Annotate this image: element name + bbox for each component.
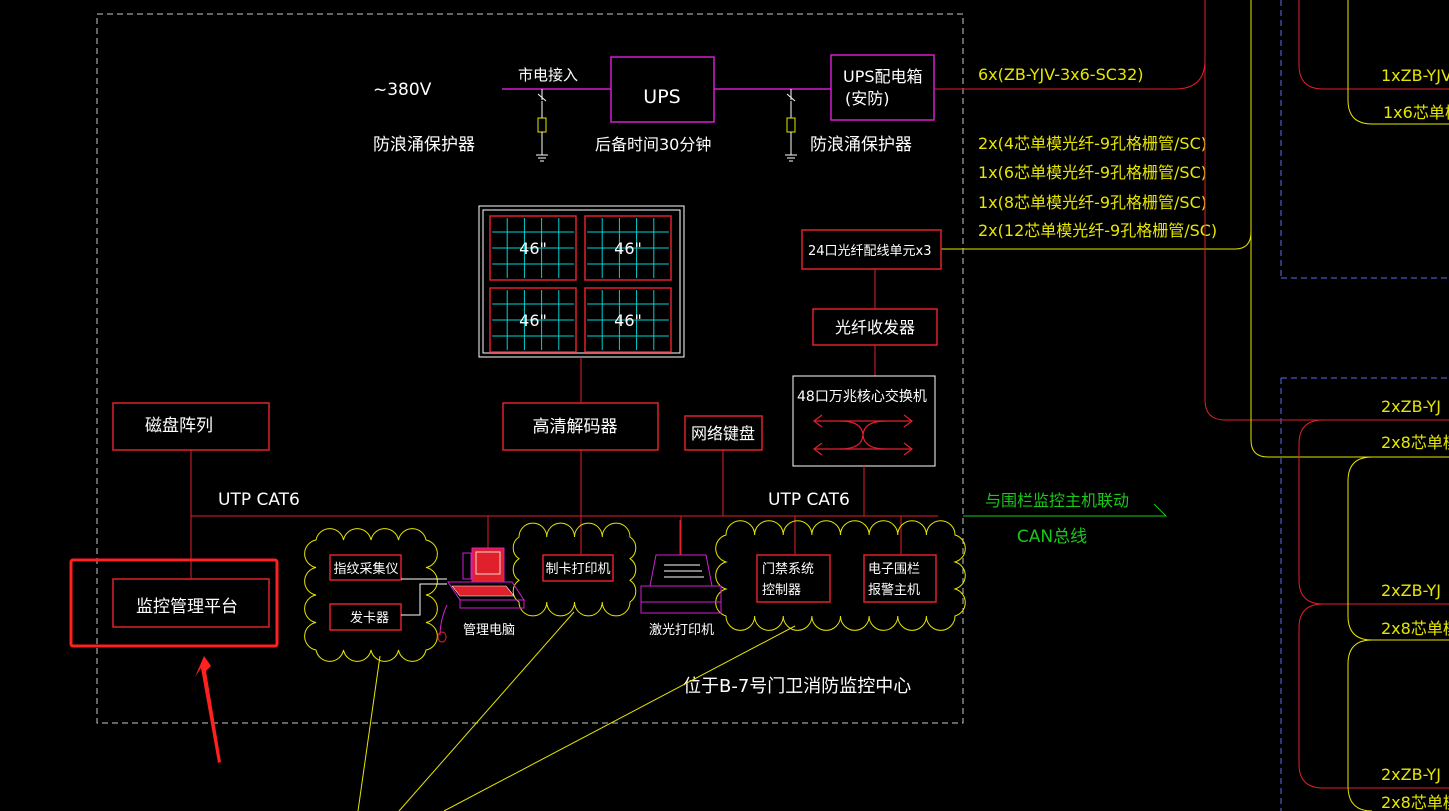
access-controller-label-2: 控制器 [762,583,801,598]
monitor-46-inch: 46" [489,287,577,353]
power-cable-bend [1174,0,1206,90]
surge-protector-left-label: 防浪涌保护器 [373,135,475,155]
far-right-label-6: 2x8芯单模光 [1381,619,1449,638]
platform-box[interactable] [112,578,270,628]
monitor-size-label: 46" [614,239,642,258]
fence-host-label-2: 报警主机 [868,582,920,598]
monitor-size-label: 46" [519,311,547,330]
ups-label: UPS [643,86,680,108]
far-right-label-1: 1xZB-YJV [1381,66,1449,85]
far-right-label-3: 2xZB-YJ [1381,397,1441,416]
fence-linkage-label: 与围栏监控主机联动 [985,491,1129,510]
backup-time-label: 后备时间30分钟 [595,135,711,154]
hd-decoder-label: 高清解码器 [533,417,618,437]
fiber-cable-label-2: 1x(6芯单模光纤-9孔格栅管/SC) [978,163,1207,182]
fence-host-label-1: 电子围栏 [868,562,920,577]
network-keyboard-label: 网络键盘 [691,424,755,443]
disk-array-label: 磁盘阵列 [145,416,213,436]
laser-printer-icon [640,520,722,614]
far-right-label-4: 2x8芯单模光 [1381,433,1449,452]
cloud-outline-2 [512,522,637,617]
surge-protector-right-label: 防浪涌保护器 [810,135,912,155]
monitor-46-inch: 46" [489,215,577,281]
mains-input-label: 市电接入 [518,66,578,84]
far-right-label-8: 2x8芯单模光 [1381,793,1449,811]
pc-links [401,578,447,616]
utp-right-label: UTP CAT6 [768,490,850,510]
laser-printer-label: 激光打印机 [649,623,714,638]
card-printer-box [542,554,614,582]
fiber-patch-box [801,229,942,270]
ups-distribution-box [830,54,935,121]
fingerprint-label: 指纹采集仪 [333,561,398,577]
ups-distribution-label-1: UPS配电箱 [843,67,923,86]
pointer-arrow [195,656,221,763]
fiber-cable-label-4: 2x(12芯单模光纤-9孔格栅管/SC) [978,221,1217,240]
switch-arrows-icon [813,414,913,456]
cloud-outline-1 [304,528,438,662]
bus-drops [190,450,902,579]
fiber-cable-label-1: 2x(4芯单模光纤-9孔格栅管/SC) [978,134,1207,153]
linkage-arrow [963,503,1168,517]
video-wall [478,205,685,358]
core-switch-label: 48口万兆核心交换机 [797,388,927,405]
fiber-patch-label: 24口光纤配线单元x3 [808,244,932,259]
cloud-outline-3 [715,520,966,631]
yellow-outgoing-lines [357,611,796,811]
management-pc-label: 管理电脑 [463,623,515,638]
fingerprint-box [329,554,402,581]
card-issuer-label: 发卡器 [350,610,389,626]
monitor-46-inch: 46" [584,287,672,353]
far-right-label-5: 2xZB-YJ [1381,581,1441,600]
highlight-box [69,558,279,648]
surge-protector-right-symbol [785,89,797,162]
power-cable-label: 6x(ZB-YJV-3x6-SC32) [978,65,1144,84]
utp-left-label: UTP CAT6 [218,490,300,510]
transceiver-label: 光纤收发器 [835,318,915,337]
voltage-label: ~380V [373,80,432,100]
far-right-label-7: 2xZB-YJ [1381,765,1441,784]
fiber-cable-label-3: 1x(8芯单模光纤-9孔格栅管/SC) [978,193,1207,212]
location-label: 位于B-7号门卫消防监控中心 [683,676,911,697]
monitor-size-label: 46" [519,239,547,258]
fence-host-box [863,554,937,603]
ups-distribution-label-2: (安防) [845,89,890,108]
management-pc-icon [437,547,525,643]
cloud-groups [304,520,966,662]
surge-protector-left-symbol [536,89,548,162]
monitoring-center-frame [96,13,964,724]
monitor-size-label: 46" [614,311,642,330]
card-issuer-box [329,603,402,631]
far-right-panels [1204,0,1449,811]
monitor-46-inch: 46" [584,215,672,281]
platform-label: 监控管理平台 [136,597,238,617]
video-wall-screens: 46" 46" 46" 46" [489,215,672,353]
far-right-label-2: 1x6芯单模光 [1383,103,1449,122]
card-printer-label: 制卡打印机 [545,562,610,577]
can-bus-label: CAN总线 [1017,527,1087,547]
access-controller-box [756,554,831,603]
access-controller-label-1: 门禁系统 [762,562,814,577]
